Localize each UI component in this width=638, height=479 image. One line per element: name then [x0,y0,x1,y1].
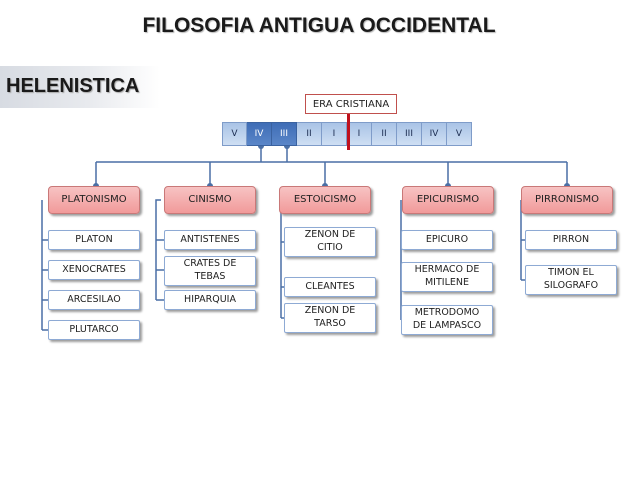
philosopher-box: XENOCRATES [48,260,140,280]
philosopher-box: HERMACO DE MITILENE [401,262,493,292]
timeline-cell-highlighted: III [272,122,297,146]
philosopher-box: CRATES DE TEBAS [164,256,256,286]
philosopher-box: ARCESILAO [48,290,140,310]
school-drops [95,162,568,186]
philosopher-box: PLATON [48,230,140,250]
philosopher-box: CLEANTES [284,277,376,297]
school-pirronismo: PIRRONISMO [521,186,613,214]
epicurismo-tree [400,200,403,321]
timeline-cell: V [222,122,247,146]
timeline-cell: I [347,122,372,146]
philosopher-box: ANTISTENES [164,230,256,250]
section-title: HELENISTICA [6,75,140,97]
estoicismo-tree [280,200,286,319]
timeline-cell: IV [422,122,447,146]
timeline-cell: V [447,122,472,146]
school-epicurismo: EPICURISMO [402,186,494,214]
school-estoicismo: ESTOICISMO [279,186,371,214]
timeline-cell: I [322,122,347,146]
platonismo-tree [41,200,50,331]
philosopher-box: EPICURO [401,230,493,250]
timeline-cell: III [397,122,422,146]
timeline-cell: II [297,122,322,146]
era-divider-line [347,114,350,150]
timeline-cell-highlighted: IV [247,122,272,146]
philosopher-box: METRODOMO DE LAMPASCO [401,305,493,335]
school-cinismo: CINISMO [164,186,256,214]
philosopher-box: TIMON EL SILOGRAFO [525,265,617,295]
page-title: FILOSOFIA ANTIGUA OCCIDENTAL [142,14,496,37]
philosopher-box: HIPARQUIA [164,290,256,310]
century-timeline: V IV III II I I II III IV V [222,122,472,146]
timeline-cell: II [372,122,397,146]
era-label: ERA CRISTIANA [305,94,397,114]
school-platonismo: PLATONISMO [48,186,140,214]
cinismo-tree [155,199,166,301]
philosopher-box: ZENON DE TARSO [284,303,376,333]
timeline-connector [260,146,288,162]
philosopher-box: PIRRON [525,230,617,250]
philosopher-box: PLUTARCO [48,320,140,340]
philosopher-box: ZENON DE CITIO [284,227,376,257]
section-banner: HELENISTICA [0,66,160,108]
